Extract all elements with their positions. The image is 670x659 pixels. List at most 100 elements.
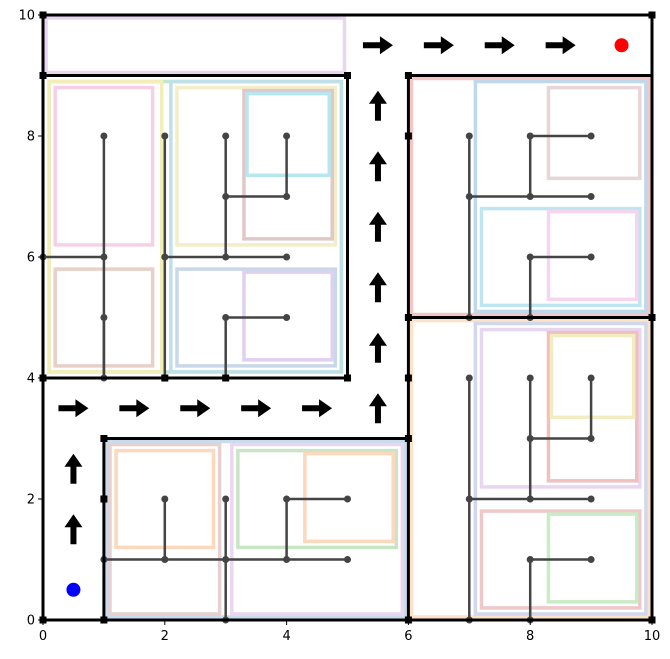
room-outline [549, 333, 636, 420]
tree-node [100, 253, 108, 261]
tree-node [526, 435, 534, 442]
wall-node [404, 72, 412, 79]
tree-node [283, 556, 291, 563]
path-arrow-right [180, 399, 211, 418]
tree-node [526, 374, 534, 382]
room-outline [479, 327, 642, 489]
tree-node [465, 495, 473, 503]
room-outline [546, 85, 642, 181]
tree-node [283, 314, 291, 321]
tree-node [465, 132, 473, 140]
tree-node [283, 132, 291, 140]
room-outline [108, 442, 222, 616]
tree-node [587, 253, 595, 261]
path-arrow-right [119, 399, 150, 418]
room-outline [479, 509, 642, 610]
markers-layer [66, 38, 629, 597]
room-outline [242, 270, 335, 362]
path-arrow-right [545, 36, 576, 55]
path-arrow-up [64, 453, 83, 484]
x-tick-label: 4 [282, 629, 290, 644]
tree-node [526, 556, 534, 563]
wall-node [344, 374, 351, 382]
wall-node [100, 495, 108, 503]
room-outline [47, 79, 164, 374]
tree-node [222, 556, 230, 563]
room-outline [546, 209, 639, 302]
room-outline [175, 85, 338, 247]
tree-node [222, 193, 230, 200]
tree-node [100, 132, 108, 140]
path-arrow-up [368, 151, 387, 182]
room-outline [546, 512, 639, 604]
goal-point [614, 38, 629, 53]
tree-node [161, 132, 169, 140]
room-outline [47, 79, 344, 374]
path-arrow-up [368, 272, 387, 303]
room-outline [479, 206, 642, 308]
path-arrow-right [423, 36, 454, 55]
tree-node [222, 132, 230, 140]
wall-node [222, 374, 230, 382]
tree-node [587, 132, 595, 140]
tree-node [526, 253, 534, 261]
path-arrow-up [368, 211, 387, 242]
y-tick-label: 6 [27, 251, 35, 266]
y-tick-label: 8 [27, 130, 35, 145]
tree-node [344, 495, 351, 503]
tree-node [100, 314, 108, 321]
tree-node [526, 193, 534, 200]
path-arrow-right [302, 399, 333, 418]
walls-layer [39, 11, 656, 624]
room-outline [242, 88, 335, 241]
wall-node [404, 374, 412, 382]
x-tick-label: 6 [404, 629, 412, 644]
tree-node [161, 253, 169, 261]
wall-node [344, 72, 351, 79]
room-outline [44, 16, 347, 75]
y-tick-label: 2 [27, 493, 35, 508]
tree-node [587, 556, 595, 563]
tree-node [587, 435, 595, 442]
room-outline [303, 451, 395, 544]
y-tick-label: 4 [27, 372, 35, 387]
plot-frame [42, 14, 653, 621]
tree-node [283, 495, 291, 503]
path-arrow-right [241, 399, 272, 418]
tree-node [283, 253, 291, 261]
room-outline [230, 442, 405, 616]
tree-node [344, 556, 351, 563]
tree-node [526, 132, 534, 140]
start-point [66, 582, 81, 597]
room-outline [546, 330, 639, 483]
room-outline [473, 321, 648, 616]
path-arrows-layer [58, 36, 576, 545]
room-outline [245, 91, 331, 178]
path-arrow-up [64, 514, 83, 545]
tree-node [587, 193, 595, 200]
path-arrow-up [368, 393, 387, 424]
room-outline [175, 267, 338, 368]
x-tick-label: 2 [161, 629, 169, 644]
room-outline [236, 448, 398, 550]
tree-layer [39, 132, 595, 624]
x-tick-label: 8 [526, 629, 534, 644]
tree-node [222, 314, 230, 321]
x-tick-label: 10 [644, 629, 661, 644]
tree-node [587, 495, 595, 503]
path-arrow-right [484, 36, 515, 55]
wall-node [100, 435, 108, 442]
y-tick-label: 0 [27, 614, 35, 629]
tree-node [465, 193, 473, 200]
wall-node [404, 314, 412, 321]
wall-node [404, 435, 412, 442]
wall-node [404, 132, 412, 140]
tree-node [283, 193, 291, 200]
tree-node [222, 495, 230, 503]
tree-node [161, 495, 169, 503]
path-arrow-right [362, 36, 393, 55]
tree-node [161, 556, 169, 563]
room-outline [105, 439, 408, 619]
